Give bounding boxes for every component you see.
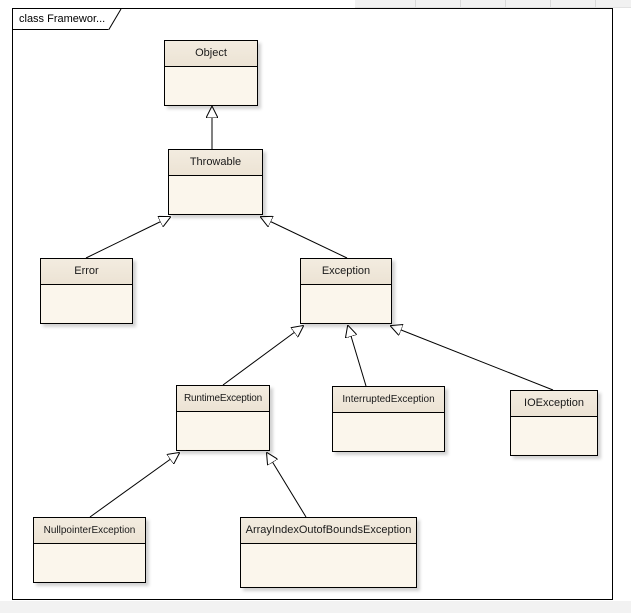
class-members — [169, 176, 262, 213]
diagram-tab-label[interactable]: class Framewor... — [13, 9, 128, 30]
class-members — [511, 417, 597, 454]
class-members — [165, 67, 257, 104]
class-name: Object — [165, 41, 257, 67]
class-node-throwable[interactable]: Throwable — [168, 149, 263, 215]
status-strip — [0, 601, 631, 613]
class-node-error[interactable]: Error — [40, 258, 133, 324]
toolbar-strip — [355, 0, 631, 8]
left-margin — [0, 0, 12, 601]
class-node-object[interactable]: Object — [164, 40, 258, 106]
class-name: ArrayIndexOutofBoundsException — [241, 518, 416, 544]
class-name: RuntimeException — [177, 386, 269, 412]
class-node-arrayindexoutofboundsexception[interactable]: ArrayIndexOutofBoundsException — [240, 517, 417, 588]
class-name: Throwable — [169, 150, 262, 176]
class-node-interruptedexception[interactable]: InterruptedException — [332, 386, 445, 452]
class-name: NullpointerException — [34, 518, 145, 544]
class-members — [301, 285, 391, 322]
class-members — [241, 544, 416, 586]
class-node-exception[interactable]: Exception — [300, 258, 392, 324]
class-name: IOException — [511, 391, 597, 417]
class-members — [333, 413, 444, 450]
class-members — [177, 412, 269, 449]
class-name: Exception — [301, 259, 391, 285]
class-members — [41, 285, 132, 322]
class-name: InterruptedException — [333, 387, 444, 413]
class-node-nullpointerexception[interactable]: NullpointerException — [33, 517, 146, 583]
class-name: Error — [41, 259, 132, 285]
class-members — [34, 544, 145, 581]
tab-corner-clip — [108, 9, 130, 31]
class-node-ioexception[interactable]: IOException — [510, 390, 598, 456]
class-node-runtimeexception[interactable]: RuntimeException — [176, 385, 270, 451]
